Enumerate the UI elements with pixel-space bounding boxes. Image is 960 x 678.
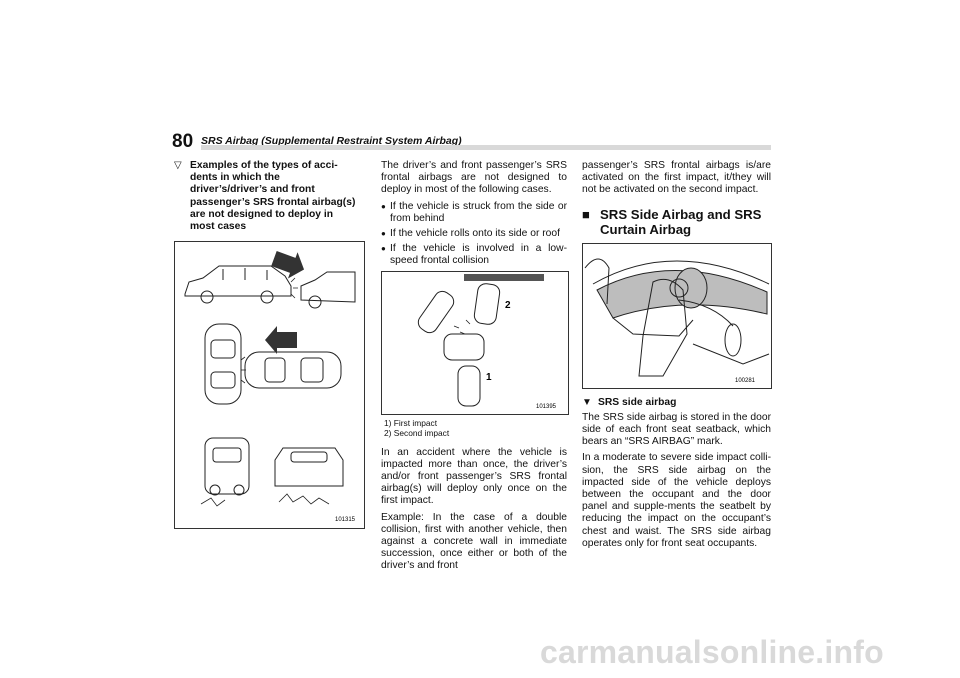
paragraph-example: Example: In the case of a double collisi… (381, 511, 567, 572)
header-rule (201, 145, 771, 150)
figure-double-impact: 2 1 101395 (381, 270, 569, 415)
caption-1: 1) First impact (384, 417, 438, 428)
column-2: The driver’s and front passenger’s SRS f… (381, 160, 569, 577)
figure-side-airbag: 100281 (582, 242, 772, 389)
column-3: passenger’s SRS frontal airbags is/are a… (582, 160, 772, 554)
subheading-side-airbag: ▼ SRS side airbag (582, 397, 771, 409)
figure-number-2: 101395 (536, 404, 557, 410)
watermark: carmanualsonline.info (540, 634, 884, 670)
bullet-dot-icon: ● (381, 229, 386, 239)
figure-number-1: 101315 (335, 517, 356, 523)
caption-2: 2) Second impact (384, 428, 450, 439)
bullet-dot-icon: ● (381, 201, 386, 211)
column-1: ▽ Examples of the types of acci-dents in… (174, 160, 365, 530)
paragraph-multiple-impacts: In an accident where the vehicle is impa… (381, 446, 567, 507)
bullet-item-1: ● If the vehicle is struck from the side… (381, 200, 567, 224)
section-title: SRS Side Airbag and SRS Curtain Airbag (600, 206, 762, 237)
subheading-not-deploy: ▽ Examples of the types of acci-dents in… (174, 160, 364, 233)
paragraph-continued: passenger’s SRS frontal airbags is/are a… (582, 160, 771, 196)
paragraph-side-airbag-location: The SRS side airbag is stored in the doo… (582, 411, 771, 448)
header-title: SRS Airbag (Supplemental Restraint Syste… (201, 135, 462, 147)
figure-label-1: 1 (486, 372, 492, 383)
triangle-down-icon: ▼ (582, 396, 592, 408)
bullet-item-3: ● If the vehicle is involved in a low-sp… (381, 243, 567, 267)
intro-paragraph: The driver’s and front passenger’s SRS f… (381, 160, 567, 196)
bullet-item-2: ● If the vehicle rolls onto its side or … (381, 228, 560, 240)
section-heading: ■ SRS Side Airbag and SRS Curtain Airbag (582, 207, 771, 237)
subheading-text: SRS side airbag (598, 396, 677, 408)
paragraph-side-airbag-function: In a moderate to severe side impact coll… (582, 452, 771, 549)
figure-crash-types: 101315 (174, 241, 365, 530)
triangle-outline-icon: ▽ (174, 160, 182, 171)
figure-captions: 1) First impact 2) Second impact (384, 418, 567, 439)
double-impact-illustration: 2 1 101395 (417, 273, 557, 410)
page-header: 80 SRS Airbag (Supplemental Restraint Sy… (172, 125, 772, 155)
side-airbag-illustration: 100281 (584, 258, 770, 384)
square-bullet-icon: ■ (582, 206, 590, 222)
bullet-dot-icon: ● (381, 244, 386, 254)
page-number: 80 (172, 131, 194, 152)
figure-number-3: 100281 (735, 378, 756, 384)
subheading-text: Examples of the types of acci-dents in w… (190, 160, 356, 233)
figure-label-2: 2 (505, 300, 511, 311)
crash-types-illustration: 101315 (184, 251, 356, 523)
